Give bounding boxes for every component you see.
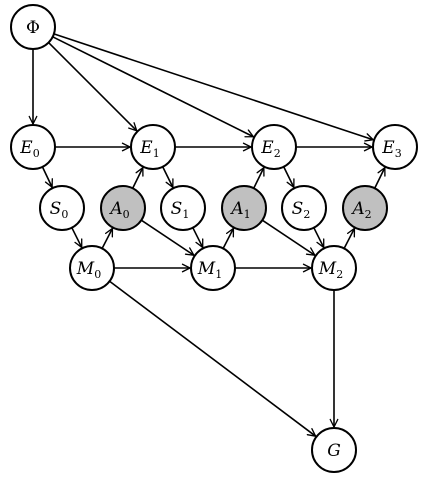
node-circle-s0 bbox=[39, 185, 85, 231]
node-label-subscript: 0 bbox=[61, 208, 68, 221]
node-label-subscript: 2 bbox=[336, 268, 343, 281]
node-label-a0: A0 bbox=[108, 199, 129, 221]
node-label-subscript: 2 bbox=[274, 147, 281, 160]
node-m2: M2 bbox=[311, 245, 357, 291]
edge-m2-to-a2 bbox=[343, 227, 356, 249]
node-label-subscript: 0 bbox=[123, 208, 130, 221]
node-label-base: G bbox=[327, 441, 341, 461]
node-label-subscript: 2 bbox=[303, 208, 310, 221]
node-circle-m0 bbox=[69, 245, 115, 291]
node-label-s2: S2 bbox=[292, 199, 311, 221]
edges-layer bbox=[28, 33, 386, 437]
node-e2: E2 bbox=[251, 124, 297, 170]
node-label-base: S bbox=[292, 199, 304, 219]
node-s2: S2 bbox=[281, 185, 327, 231]
edge-a1-to-m2 bbox=[261, 219, 316, 256]
node-label-subscript: 0 bbox=[94, 268, 101, 281]
node-circle-e1 bbox=[130, 124, 176, 170]
node-label-base: Φ bbox=[26, 18, 40, 38]
node-m0: M0 bbox=[69, 245, 115, 291]
node-circle-m1 bbox=[190, 245, 236, 291]
node-label-a2: A2 bbox=[350, 199, 371, 221]
edge-a0-to-e1 bbox=[131, 166, 144, 189]
node-circle-e0 bbox=[10, 124, 56, 170]
node-label-subscript: 1 bbox=[244, 208, 251, 221]
node-s1: S1 bbox=[160, 185, 206, 231]
edge-a0-to-m1 bbox=[140, 219, 195, 256]
edge-m0-to-g bbox=[109, 280, 317, 437]
node-label-base: E bbox=[139, 138, 153, 158]
node-e1: E1 bbox=[130, 124, 176, 170]
node-e0: E0 bbox=[10, 124, 56, 170]
edge-s2-to-m2 bbox=[313, 227, 325, 249]
node-label-base: A bbox=[108, 199, 122, 219]
node-m1: M1 bbox=[190, 245, 236, 291]
node-circle-g bbox=[311, 427, 357, 473]
node-label-subscript: 1 bbox=[215, 268, 222, 281]
node-label-subscript: 3 bbox=[395, 147, 402, 160]
node-circle-m2 bbox=[311, 245, 357, 291]
edge-phi-to-e1 bbox=[47, 41, 138, 132]
node-s0: S0 bbox=[39, 185, 85, 231]
node-label-subscript: 2 bbox=[365, 208, 372, 221]
node-label-base: E bbox=[19, 138, 33, 158]
node-label-a1: A1 bbox=[229, 199, 250, 221]
node-label-e3: E3 bbox=[381, 138, 401, 160]
node-label-subscript: 0 bbox=[33, 147, 40, 160]
node-label-phi: Φ bbox=[26, 18, 40, 38]
edge-m1-to-a1 bbox=[222, 227, 235, 249]
node-a2: A2 bbox=[342, 185, 388, 231]
edge-phi-to-e3 bbox=[53, 33, 374, 142]
edge-a1-to-e2 bbox=[252, 166, 265, 189]
node-circle-e3 bbox=[372, 124, 418, 170]
node-label-g: G bbox=[327, 441, 341, 461]
node-e3: E3 bbox=[372, 124, 418, 170]
node-circle-e2 bbox=[251, 124, 297, 170]
node-label-subscript: 1 bbox=[153, 147, 160, 160]
edge-m0-to-a0 bbox=[101, 227, 114, 249]
node-circle-a0 bbox=[100, 185, 146, 231]
edge-e0-to-s0 bbox=[41, 166, 53, 188]
node-label-base: M bbox=[197, 259, 216, 279]
node-label-subscript: 1 bbox=[182, 208, 189, 221]
node-label-base: M bbox=[76, 259, 95, 279]
node-label-s1: S1 bbox=[171, 199, 190, 221]
edge-e1-to-s1 bbox=[161, 166, 174, 189]
node-label-s0: S0 bbox=[50, 199, 69, 221]
node-label-base: E bbox=[381, 138, 395, 158]
node-g: G bbox=[311, 427, 357, 473]
node-label-e1: E1 bbox=[139, 138, 159, 160]
node-label-m0: M0 bbox=[76, 259, 101, 281]
node-circle-a1 bbox=[221, 185, 267, 231]
node-circle-a2 bbox=[342, 185, 388, 231]
node-a0: A0 bbox=[100, 185, 146, 231]
node-circle-s1 bbox=[160, 185, 206, 231]
node-circle-phi bbox=[10, 4, 56, 50]
node-circle-s2 bbox=[281, 185, 327, 231]
node-label-base: E bbox=[260, 138, 274, 158]
node-label-m2: M2 bbox=[318, 259, 343, 281]
edge-phi-to-e2 bbox=[52, 36, 255, 138]
node-label-base: S bbox=[50, 199, 62, 219]
node-label-e2: E2 bbox=[260, 138, 280, 160]
node-label-base: S bbox=[171, 199, 183, 219]
edge-e2-to-s2 bbox=[282, 166, 295, 189]
node-phi: Φ bbox=[10, 4, 56, 50]
edge-s1-to-m1 bbox=[192, 227, 204, 249]
node-label-base: M bbox=[318, 259, 337, 279]
node-a1: A1 bbox=[221, 185, 267, 231]
node-label-e0: E0 bbox=[19, 138, 39, 160]
edge-a2-to-e3 bbox=[373, 166, 386, 189]
node-label-base: A bbox=[229, 199, 243, 219]
edge-s0-to-m0 bbox=[71, 227, 83, 249]
node-label-m1: M1 bbox=[197, 259, 222, 281]
node-label-base: A bbox=[350, 199, 364, 219]
